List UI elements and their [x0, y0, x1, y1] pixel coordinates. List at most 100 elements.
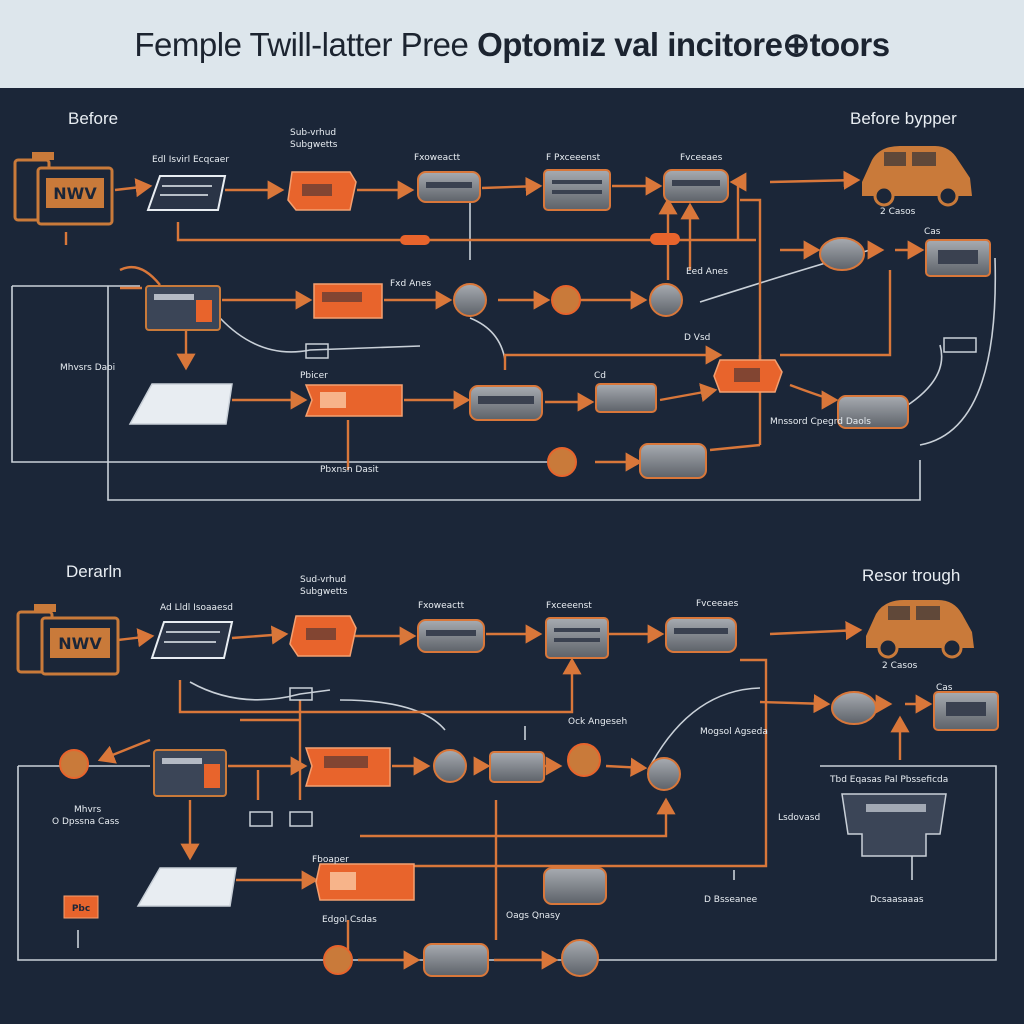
bottom-console: [841, 793, 947, 857]
top-mid-pill: [400, 233, 680, 245]
label-pbs: Pbxnsn Dasit: [320, 465, 379, 475]
label-b-oag: Oags Qnasy: [506, 911, 561, 921]
bottom-small-boxes: [249, 687, 313, 827]
bottom-router-1: [417, 619, 485, 653]
top-process-box-2: [313, 283, 383, 319]
bottom-router-4: [423, 943, 489, 977]
label-2-cases: 2 Casos: [880, 207, 916, 217]
top-document-2: [128, 383, 233, 425]
top-flow: NWV: [11, 128, 997, 501]
section-label-before: Before: [68, 109, 119, 128]
label-b-cas: Cas: [936, 683, 953, 693]
label-fxc-3: Fvceeaes: [680, 153, 723, 163]
page-title-bold: Optomiz val incitore⊕toors: [477, 25, 890, 63]
bottom-node-3: [323, 945, 353, 975]
bottom-flow: NWV: [16, 575, 999, 977]
label-b-fxc-1: Fxoweactt: [418, 601, 465, 611]
top-router-2: [663, 169, 729, 203]
bottom-panel-1: [153, 749, 227, 797]
bottom-process-box-3: [315, 863, 415, 901]
label-cd: Cd: [594, 371, 606, 381]
top-node-2: [547, 447, 577, 477]
label-fxc-1: Fxoweactt: [414, 153, 461, 163]
process-diagram: Before Before bypper Derarln Resor troug…: [0, 88, 1024, 1024]
label-sub-header-1: Sub-vrhud: [290, 128, 336, 138]
top-process-box-3: [304, 384, 403, 417]
top-small-box-2: [943, 337, 977, 353]
title-bar: Femple Twill-latter Pree Optomiz val inc…: [0, 0, 1024, 88]
top-monitor-icon: NWV: [13, 152, 114, 226]
bottom-server-1: [545, 617, 609, 659]
label-b-sub-header-1: Sud-vrhud: [300, 575, 346, 585]
bottom-knob-1: [433, 749, 467, 783]
bottom-node-1: [59, 749, 89, 779]
label-b-mag: Mogsol Agseda: [700, 727, 768, 737]
label-b-dcs: Dcsaasaaas: [870, 895, 924, 905]
label-b-opd: O Dpssna Cass: [52, 817, 120, 827]
top-router-3: [469, 385, 543, 421]
bottom-knob-3: [561, 939, 599, 977]
top-document-1: [146, 175, 227, 211]
top-router-4: [837, 395, 909, 429]
bottom-knob-2: [647, 757, 681, 791]
bottom-cassette-2: [489, 751, 545, 783]
label-b-ock: Ock Angeseh: [568, 717, 627, 727]
label-edl: Edl Isvirl Ecqcaer: [152, 155, 229, 165]
bottom-badge-text: Pbc: [72, 904, 90, 914]
label-b-fxc-2: Fxceeenst: [546, 601, 592, 611]
label-b-ls: Lsdovasd: [778, 813, 820, 823]
bottom-router-3: [543, 867, 607, 905]
label-fxd: Fxd Anes: [390, 279, 431, 289]
diagram-canvas: NWV: [11, 128, 999, 977]
page-title-light: Femple Twill-latter Pree: [134, 25, 478, 63]
bottom-labels: Sud-vrhud Subgwetts Ad Lldl Isoaaesd Fxo…: [52, 575, 953, 925]
top-node-1: [551, 285, 581, 315]
bottom-badge: Pbc: [63, 895, 99, 919]
label-b-sub-header-2: Subgwetts: [300, 587, 348, 597]
top-cassette: [925, 239, 991, 277]
top-router-5: [639, 443, 707, 479]
label-cas: Cas: [924, 227, 941, 237]
bottom-flow-lines: [97, 621, 933, 970]
section-label-result: Resor trough: [862, 566, 961, 585]
bottom-hub-1: [831, 691, 877, 725]
bottom-process-box-2: [304, 747, 391, 787]
top-cassette-2: [595, 383, 657, 413]
bottom-cassette: [933, 691, 999, 731]
top-process-badge: [713, 359, 783, 393]
label-b-fxc-3: Fvceeaes: [696, 599, 739, 609]
top-server-1: [543, 169, 611, 211]
page-title: Femple Twill-latter Pree Optomiz val inc…: [134, 25, 890, 64]
bottom-document-1: [150, 621, 234, 659]
label-b-2-cases: 2 Casos: [882, 661, 918, 671]
top-car-icon: [862, 146, 972, 207]
label-sub-header-2: Subgwetts: [290, 140, 338, 150]
top-knob-1: [453, 283, 487, 317]
top-process-box-1: [287, 171, 357, 211]
bottom-node-2: [567, 743, 601, 777]
top-router-1: [417, 171, 481, 203]
bottom-car-icon: [866, 600, 974, 659]
top-small-box: [305, 343, 329, 359]
top-knob-2: [649, 283, 683, 317]
label-fxc-2: F Pxceeenst: [546, 153, 601, 163]
section-label-before-bypass: Before bypper: [850, 109, 957, 128]
top-panel-1: [145, 285, 221, 331]
label-b-edg: Edgol Csdas: [322, 915, 377, 925]
label-mnd: Mnssord Cpegrd Daols: [770, 417, 871, 427]
bottom-document-2: [136, 867, 237, 907]
bottom-monitor-text: NWV: [58, 634, 102, 653]
label-b-dbs: D Bsseanee: [704, 895, 758, 905]
top-labels: Sub-vrhud Subgwetts Edl Isvirl Ecqcaer F…: [60, 128, 941, 475]
bottom-monitor-icon: NWV: [16, 604, 120, 676]
label-b-fbo: Fboaper: [312, 855, 349, 865]
top-hub-1: [819, 237, 865, 271]
label-pr: Pbicer: [300, 371, 328, 381]
label-b-tbd: Tbd Eqasas Pal Pbsseficda: [829, 775, 948, 785]
label-eed: Eed Anes: [686, 267, 728, 277]
label-b-ma: Mhvrs: [74, 805, 101, 815]
bottom-process-box-1: [289, 615, 357, 657]
bottom-router-2: [665, 617, 737, 653]
label-b-edl: Ad Lldl Isoaaesd: [160, 603, 233, 613]
top-monitor-text: NWV: [53, 184, 97, 203]
